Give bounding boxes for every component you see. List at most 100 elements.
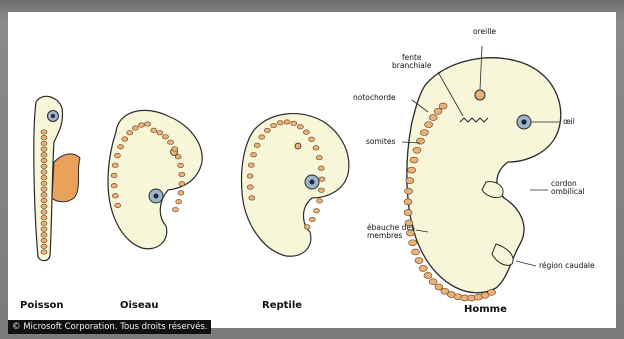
somite-bead [319, 177, 325, 182]
somite-bead [41, 141, 47, 146]
somite-bead [111, 183, 117, 188]
somite-bead [41, 215, 47, 220]
label-caudal-region: région caudale [539, 262, 595, 270]
somite-bead [41, 187, 47, 192]
somite-bead [41, 227, 47, 232]
somite-bead [248, 163, 254, 168]
copyright-notice: © Microsoft Corporation. Tous droits rés… [8, 320, 211, 334]
somite-bead [425, 122, 433, 128]
somite-bead [122, 137, 128, 142]
caption-human: Homme [464, 304, 507, 315]
somite-bead [488, 289, 496, 295]
somite-bead [318, 188, 324, 193]
somite-bead [247, 185, 253, 190]
somite-bead [138, 123, 144, 128]
somite-bead [429, 115, 437, 121]
somite-bead [413, 147, 421, 153]
label-somites: somites [366, 138, 395, 146]
somite-bead [303, 130, 309, 135]
somite-bead [157, 130, 163, 135]
somite-bead [314, 209, 320, 214]
somite-bead [405, 188, 413, 194]
somite-bead [41, 250, 47, 255]
reptile-embryo [242, 114, 349, 257]
somite-bead [284, 120, 290, 125]
somite-bead [259, 135, 265, 140]
somite-bead [313, 146, 319, 151]
somite-bead [151, 128, 157, 133]
somite-bead [41, 244, 47, 249]
somite-bead [41, 158, 47, 163]
somite-bead [173, 207, 179, 212]
label-notochord: notochorde [353, 94, 396, 102]
somite-bead [404, 209, 412, 215]
somite-bead [41, 238, 47, 243]
somite-bead [410, 157, 418, 163]
somite-bead [179, 172, 185, 177]
somite-bead [406, 178, 414, 184]
somite-bead [114, 153, 120, 158]
label-eye: œil [563, 118, 575, 126]
somite-bead [112, 194, 118, 199]
somite-bead [309, 137, 315, 142]
somite-bead [420, 129, 428, 135]
somite-bead [404, 199, 412, 205]
somite-bead [316, 155, 322, 160]
human-embryo [402, 46, 561, 301]
somite-bead [434, 108, 442, 114]
somite-bead [409, 240, 417, 246]
somite-bead [419, 265, 427, 271]
somite-bead [132, 126, 138, 131]
somite-bead [41, 233, 47, 238]
somite-bead [118, 145, 124, 150]
somite-bead [41, 147, 47, 152]
somite-bead [168, 140, 174, 145]
somite-bead [41, 204, 47, 209]
caption-bird: Oiseau [120, 300, 159, 311]
somite-bead [291, 121, 297, 126]
somite-bead [176, 199, 182, 204]
label-umbilical-cord: cordon ombilical [551, 180, 585, 196]
somite-bead [249, 196, 255, 201]
embryo-illustration [8, 12, 616, 328]
somite-bead [41, 130, 47, 135]
somite-bead [415, 258, 423, 264]
somite-bead [41, 135, 47, 140]
label-limb-buds: ébauche des membres [367, 224, 415, 240]
embryo-diagram: Poisson Oiseau Reptile Homme oreille fen… [8, 12, 616, 328]
somite-bead [429, 279, 437, 285]
somite-bead [309, 217, 315, 222]
somite-bead [304, 225, 310, 230]
somite-bead [127, 131, 133, 136]
somite-bead [277, 121, 283, 126]
somite-bead [162, 135, 168, 140]
somite-bead [179, 182, 185, 187]
fish-fin [52, 154, 80, 202]
somite-bead [41, 221, 47, 226]
somite-bead [178, 191, 184, 196]
somite-bead [41, 170, 47, 175]
somite-bead [247, 174, 253, 179]
somite-bead [264, 128, 270, 133]
fish-embryo [34, 96, 80, 260]
label-ear: oreille [473, 28, 496, 36]
somite-bead [297, 125, 303, 130]
somite-bead [111, 173, 117, 178]
somite-bead [317, 199, 323, 204]
somite-bead [251, 152, 257, 157]
somite-bead [172, 147, 178, 152]
somite-bead [412, 249, 420, 255]
somite-bead [41, 198, 47, 203]
somite-bead [175, 155, 181, 160]
somite-bead [41, 175, 47, 180]
somite-bead [112, 163, 118, 168]
somite-bead [41, 193, 47, 198]
label-gill-slit: fente branchiale [392, 54, 431, 70]
somite-bead [254, 143, 260, 148]
somite-bead [41, 210, 47, 215]
somite-bead [424, 272, 432, 278]
somite-bead [178, 163, 184, 168]
somite-bead [270, 123, 276, 128]
somite-bead [41, 153, 47, 158]
somite-bead [115, 203, 121, 208]
